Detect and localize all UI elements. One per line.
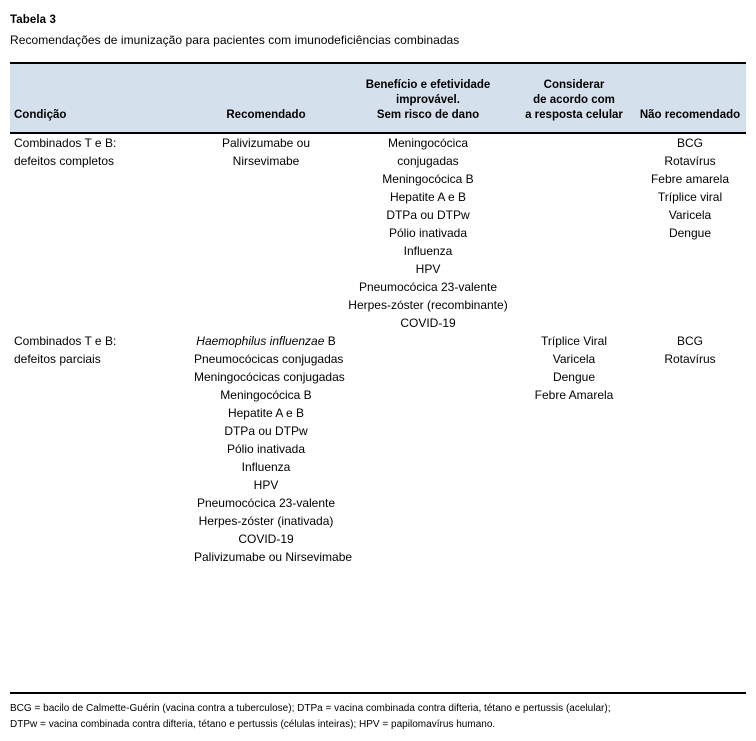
cell-condicao: Combinados T e B: defeitos completos (10, 133, 190, 332)
cell-line: Herpes-zóster (inativada) (198, 514, 334, 528)
cell-line: DTPa ou DTPw (224, 424, 308, 438)
footnote-text: BCG = bacilo de Calmette-Guérin (vacina … (10, 694, 746, 733)
column-header-condicao-line: Condição (14, 109, 67, 121)
cell-line: Pneumocócica 23-valente (196, 496, 336, 510)
table-footnote: BCG = bacilo de Calmette-Guérin (vacina … (10, 692, 746, 733)
cell-line: Rotavírus (664, 352, 716, 366)
column-header-recomendado-line: Recomendado (226, 109, 306, 121)
table-caption: Tabela 3 Recomendações de imunização par… (0, 0, 756, 49)
cell-line: DTPa ou DTPw (386, 208, 470, 222)
column-header-beneficio-line2: improvável. (396, 94, 460, 106)
cell-line: BCG (676, 136, 703, 150)
cell-line: Influenza (403, 244, 453, 258)
cell-line: Meningocócica (387, 136, 469, 150)
cell-line: Febre Amarela (534, 388, 614, 402)
cell-recomendado-species-line: Haemophilus influenzae B (194, 332, 338, 350)
species-name-suffix: B (324, 334, 336, 348)
table-header: Condição Recomendado Benefício e efetivi… (10, 62, 746, 134)
cell-line: Meningocócica B (220, 388, 312, 402)
column-header-condicao: Condição (10, 62, 190, 134)
cell-line: Palivizumabe ou (221, 136, 311, 150)
cell-recomendado: Haemophilus influenzae B Pneumocócicas c… (190, 332, 353, 594)
table-title: Recomendações de imunização para pacient… (10, 33, 460, 47)
cell-line: Hepatite A e B (227, 406, 305, 420)
species-name-italic: Haemophilus influenzae (196, 334, 325, 348)
column-header-beneficio-line1: Benefício e efetividade (365, 79, 491, 91)
table-row: Combinados T e B: defeitos completos Pali… (10, 133, 746, 332)
cell-line: Varicela (668, 208, 712, 222)
column-header-recomendado: Recomendado (190, 62, 342, 134)
footnote-line-1: BCG = bacilo de Calmette-Guérin (vacina … (10, 703, 611, 714)
cell-line: Combinados T e B: (14, 334, 117, 348)
cell-line: Combinados T e B: (14, 136, 117, 150)
column-header-nao-recomendado: Não recomendado (634, 62, 746, 134)
column-header-considerar: Considerar de acordo com a resposta celu… (514, 62, 634, 134)
table-header-row: Condição Recomendado Benefício e efetivi… (10, 62, 746, 134)
cell-recomendado: Palivizumabe ou Nirsevimabe (190, 133, 342, 332)
cell-line: Pneumocócicas conjugadas (194, 352, 344, 366)
cell-line: Varicela (552, 352, 596, 366)
cell-line: HPV (415, 262, 441, 276)
cell-beneficio (342, 332, 514, 594)
cell-line: Meningocócica B (382, 172, 474, 186)
cell-line: Dengue (668, 226, 712, 240)
column-header-beneficio-line3: Sem risco de dano (376, 109, 480, 121)
cell-line: BCG (676, 334, 703, 348)
column-header-considerar-line3: a resposta celular (525, 109, 623, 121)
cell-line: Tríplice viral (657, 190, 723, 204)
cell-considerar (514, 133, 634, 332)
immunization-recommendations-table: Condição Recomendado Benefício e efetivi… (10, 62, 746, 594)
cell-line: Herpes-zóster (recombinante) (348, 298, 508, 312)
cell-condicao: Combinados T e B: defeitos parciais (10, 332, 190, 594)
cell-line: Dengue (552, 370, 596, 384)
cell-line: Pólio inativada (388, 226, 468, 240)
cell-line: COVID-19 (238, 532, 294, 546)
cell-line: Hepatite A e B (389, 190, 467, 204)
footnote-line-2: DTPw = vacina combinada contra difteria,… (10, 719, 496, 730)
cell-line: Tríplice Viral (540, 334, 608, 348)
table-number-label: Tabela 3 (10, 14, 56, 26)
table-container: Condição Recomendado Benefício e efetivi… (10, 62, 746, 594)
cell-line: Meningocócicas conjugadas (194, 370, 345, 384)
column-header-nao-recomendado-line: Não recomendado (639, 109, 741, 121)
cell-nao-recomendado: BCG Rotavírus (634, 332, 746, 594)
cell-line: Nirsevimabe (232, 154, 300, 168)
cell-line: Pneumocócica 23-valente (358, 280, 498, 294)
cell-line: Rotavírus (664, 154, 716, 168)
column-header-beneficio: Benefício e efetividade improvável. Sem … (342, 62, 514, 134)
column-header-considerar-line1: Considerar (543, 79, 605, 91)
cell-line: defeitos completos (14, 154, 115, 168)
cell-line: conjugadas (397, 154, 459, 168)
cell-line: Febre amarela (650, 172, 730, 186)
cell-line: HPV (253, 478, 279, 492)
cell-line: Influenza (241, 460, 291, 474)
cell-line: Palivizumabe ou Nirsevimabe (194, 550, 353, 564)
footnote-rule (10, 692, 746, 694)
cell-line: defeitos parciais (14, 352, 101, 366)
cell-line: Pólio inativada (226, 442, 306, 456)
column-header-considerar-line2: de acordo com (533, 94, 615, 106)
table-body: Combinados T e B: defeitos completos Pali… (10, 133, 746, 594)
cell-line: COVID-19 (400, 316, 456, 330)
table-row: Combinados T e B: defeitos parciais Haemo… (10, 332, 746, 594)
